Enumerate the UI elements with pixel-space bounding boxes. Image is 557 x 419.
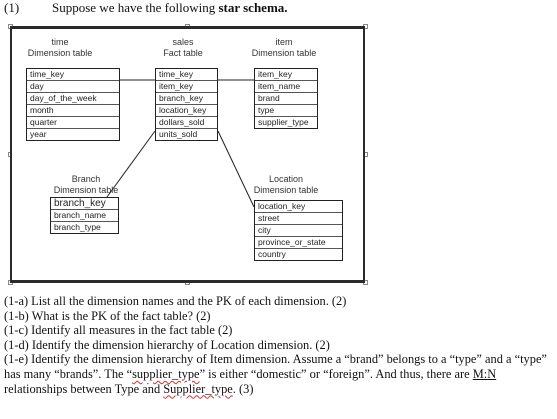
table-row: location_key — [156, 105, 217, 117]
relationship-lines — [106, 79, 255, 208]
table-row: country — [258, 249, 286, 259]
question-1c: (1-c) Identify all measures in the fact … — [4, 323, 233, 338]
table-row: branch_type — [54, 222, 101, 232]
question-1e: (1-e) Identify the dimension hierarchy o… — [4, 352, 552, 396]
question-list: (1-a) List all the dimension names and t… — [4, 294, 552, 396]
question-1d: (1-d) Identify the dimension hierarchy o… — [4, 337, 330, 352]
location-dimension-table: location_key street city province_or_sta… — [254, 200, 343, 261]
location-caption: Location Dimension table — [246, 174, 326, 196]
branch-caption-title: Branch — [71, 174, 101, 184]
question-1a: (1-a) List all the dimension names and t… — [4, 294, 347, 308]
star-schema-figure[interactable]: time Dimension table time_key day day_of… — [10, 26, 365, 283]
item-caption-title: item — [275, 37, 293, 47]
table-row: quarter — [27, 117, 119, 129]
table-row: year — [30, 129, 47, 139]
item-dimension-table: item_key item_name brand type supplier_t… — [254, 68, 318, 129]
spell-flag-supplier-type: supplier_type — [132, 366, 200, 381]
table-row: location_key — [255, 201, 342, 213]
sales-fact-table: time_key item_key branch_key location_ke… — [155, 68, 218, 141]
time-caption-title: time — [51, 37, 69, 47]
branch-dimension-table: branch_key branch_name branch_type — [50, 197, 119, 234]
question-1e-part3: relationships between Type and — [4, 381, 164, 396]
table-row: street — [255, 213, 342, 225]
question-1e-part4: . (3) — [232, 381, 254, 396]
sales-caption-title: sales — [172, 37, 194, 47]
header-text: Suppose we have the following — [52, 0, 216, 15]
question-1e-part1: (1-e) Identify the dimension hierarchy o… — [4, 352, 547, 381]
branch-caption: Branch Dimension table — [46, 174, 126, 196]
line-sales-branch — [106, 130, 156, 198]
line-sales-location — [217, 130, 255, 208]
table-row: city — [255, 225, 342, 237]
sales-caption: sales Fact table — [143, 37, 223, 59]
item-caption: item Dimension table — [244, 37, 324, 59]
table-row: branch_name — [51, 210, 118, 222]
location-caption-subtitle: Dimension table — [253, 185, 319, 195]
table-row: time_key — [27, 69, 119, 81]
table-row: item_name — [255, 81, 317, 93]
time-caption: time Dimension table — [18, 37, 102, 59]
question-1e-part2: ” is either “domestic” or “foreign”. And… — [199, 366, 473, 381]
time-caption-subtitle: Dimension table — [27, 48, 93, 58]
header-bold-text: star schema. — [218, 0, 288, 15]
table-row: units_sold — [159, 129, 198, 139]
table-row: dollars_sold — [156, 117, 217, 129]
question-header: (1) Suppose we have the following star sc… — [4, 0, 288, 16]
mn-term: M:N — [472, 366, 497, 381]
question-number: (1) — [4, 0, 20, 15]
table-row: branch_key — [51, 198, 118, 210]
spell-flag-supplier-type-2: Supplier_type — [163, 381, 233, 396]
location-caption-title: Location — [268, 174, 304, 184]
time-dimension-table: time_key day day_of_the_week month quart… — [26, 68, 120, 141]
item-caption-subtitle: Dimension table — [251, 48, 317, 58]
table-row: day — [27, 81, 119, 93]
sales-caption-subtitle: Fact table — [163, 48, 203, 58]
branch-caption-subtitle: Dimension table — [53, 185, 119, 195]
table-row: brand — [255, 93, 317, 105]
table-row: item_key — [156, 81, 217, 93]
table-row: day_of_the_week — [27, 93, 119, 105]
table-row: type — [255, 105, 317, 117]
table-row: month — [27, 105, 119, 117]
table-row: supplier_type — [258, 117, 309, 127]
table-row: item_key — [255, 69, 317, 81]
table-row: branch_key — [156, 93, 217, 105]
table-row: province_or_state — [255, 237, 342, 249]
question-1b: (1-b) What is the PK of the fact table? … — [4, 308, 211, 323]
table-row: time_key — [156, 69, 217, 81]
